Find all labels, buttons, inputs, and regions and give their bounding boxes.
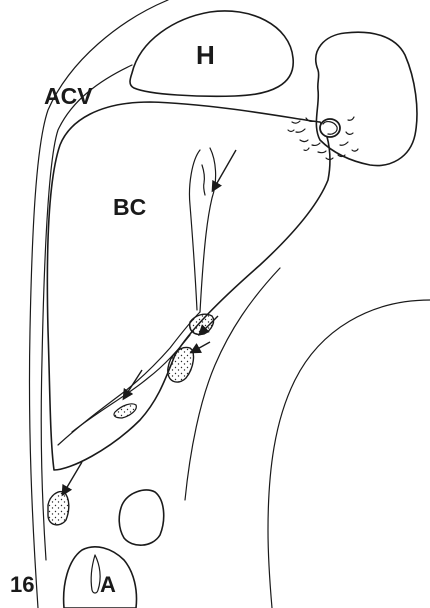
lower-middle-blob (119, 490, 164, 545)
arrow-1 (213, 150, 236, 190)
label-h: H (196, 40, 215, 70)
arrow-5 (63, 462, 82, 494)
arrow-3 (192, 342, 210, 352)
cell-cluster (288, 117, 358, 160)
bc-region (47, 102, 330, 470)
acv-boundary-inner (41, 65, 132, 560)
figure-number: 16 (10, 572, 34, 597)
vertical-canal (189, 148, 215, 312)
lower-right-contour (268, 300, 430, 608)
label-a: A (100, 572, 116, 597)
diagonal-canal-2 (72, 335, 190, 432)
stippled-nodules (48, 314, 214, 525)
a-inner-canal (91, 555, 100, 593)
arrow-4 (124, 370, 142, 398)
middle-contour (185, 268, 280, 500)
label-acv: ACV (44, 83, 93, 109)
label-bc: BC (113, 194, 146, 220)
right-lobe (316, 32, 417, 165)
